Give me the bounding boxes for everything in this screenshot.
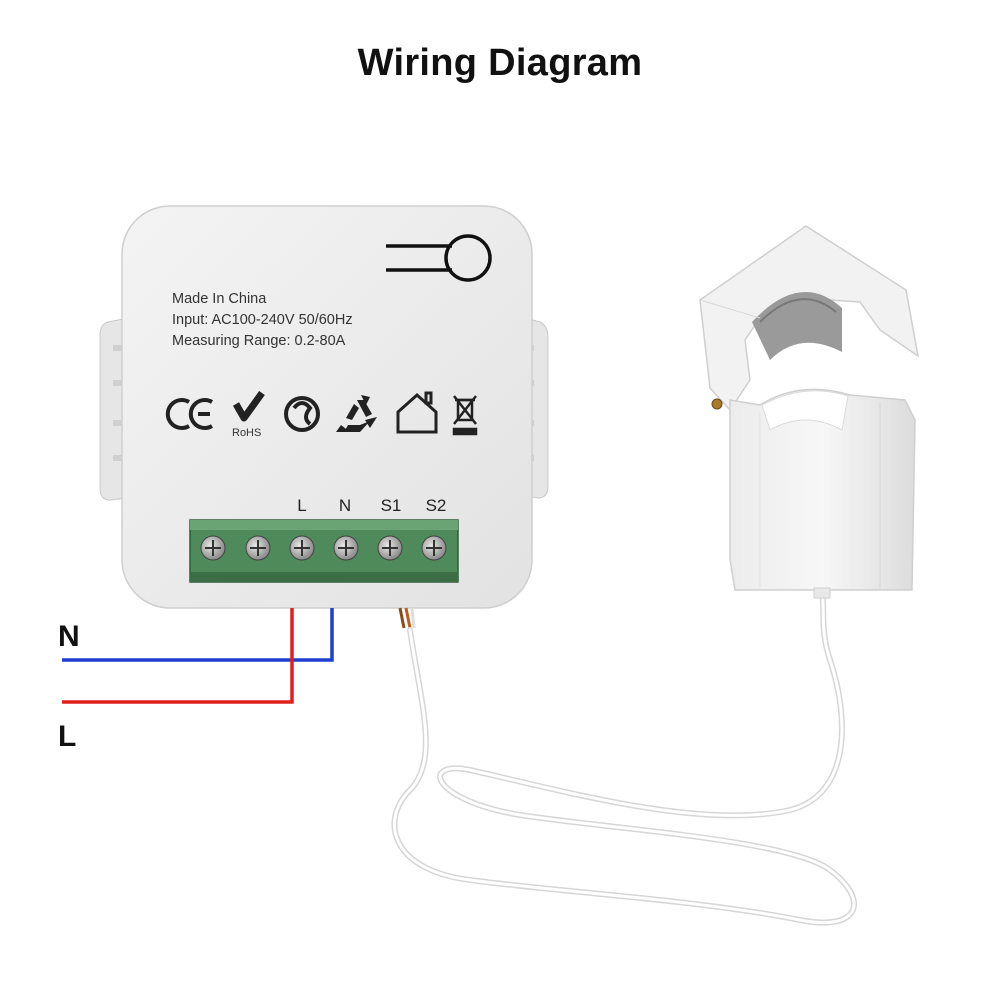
terminal-screws [200,535,447,561]
green-dot-icon [284,396,320,432]
left-mount-tab [99,317,129,501]
terminal-screw [200,535,226,561]
neutral-label: N [58,620,80,653]
line-label: L [58,720,76,753]
indoor-house-icon [396,391,438,434]
rohs-check-icon: RoHS [232,390,265,439]
weee-bin-icon [452,395,478,436]
terminal-screw [289,535,315,561]
ct-lead-wires [398,607,416,629]
module-body [121,205,533,609]
page-title: Wiring Diagram [357,42,643,84]
terminal-label-n: N [339,496,351,515]
terminal-block [189,519,459,583]
terminal-screw [333,535,359,561]
terminal-screw [245,535,271,561]
ce-mark-icon [165,398,214,430]
terminal-screw [377,535,403,561]
sensor-cable [391,587,857,926]
rohs-label: RoHS [232,427,261,439]
label-made-in-china: Made In China [172,291,267,307]
terminal-label-s1: S1 [381,496,402,515]
terminal-label-s2: S2 [426,496,447,515]
terminal-label-l: L [297,496,306,515]
ring-button-icon [386,234,492,282]
terminal-screw [421,535,447,561]
neutral-wire [62,608,334,662]
recycle-icon [336,395,377,432]
sensor-cable-highlight [393,588,856,925]
label-measuring-range: Measuring Range: 0.2-80A [172,333,346,349]
current-clamp-sensor [699,225,920,599]
line-wire [62,608,294,704]
terminal-labels: L N S1 S2 [297,496,446,515]
label-input-rating: Input: AC100-240V 50/60Hz [172,312,353,328]
